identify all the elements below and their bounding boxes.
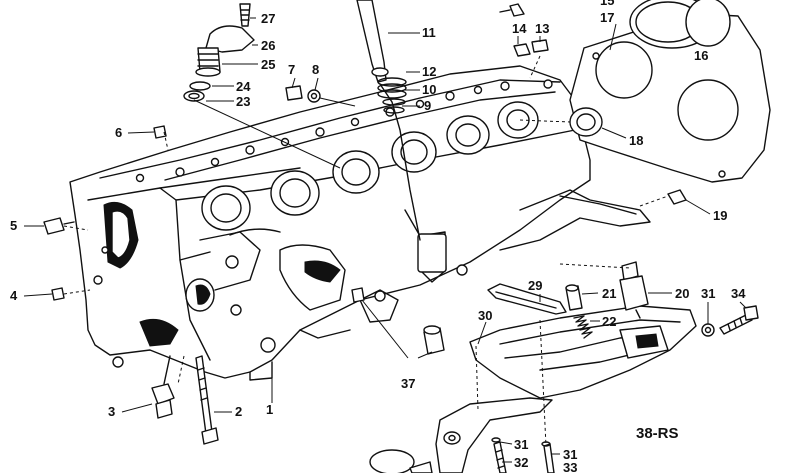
callout-15: 15: [600, 0, 614, 8]
parts-13-14: [499, 3, 549, 57]
engine-block: [69, 65, 651, 381]
callout-34: 34: [731, 286, 746, 301]
callout-2: 2: [235, 404, 242, 419]
dowel-37-b: [351, 287, 365, 303]
callout-31-mid: 31: [514, 437, 528, 452]
oil-pump-bracket-30: [469, 305, 697, 399]
callout-21: 21: [602, 286, 616, 301]
callout-37: 37: [401, 376, 415, 391]
callout-12: 12: [422, 64, 436, 79]
cylinder-bores: [201, 101, 539, 231]
callout-16: 16: [694, 48, 708, 63]
callout-30: 30: [478, 308, 492, 323]
callout-31-low: 31: [563, 447, 577, 462]
mount-disc: [369, 449, 433, 473]
callout-9: 9: [424, 98, 431, 113]
stud-31-bottom: [541, 441, 555, 473]
callout-4: 4: [10, 288, 18, 303]
chain-guide-29: [487, 283, 567, 315]
callout-3: 3: [108, 404, 115, 419]
callout-33: 33: [563, 460, 577, 473]
rear-backing-plate: [569, 13, 771, 183]
drain-plug-3: [151, 355, 175, 419]
dipstick-tube: [356, 0, 421, 241]
spring-22: [573, 315, 593, 339]
callout-26: 26: [261, 38, 275, 53]
piston-21: [565, 284, 583, 311]
bolt-32: [491, 437, 507, 473]
sensor-5: [43, 217, 75, 235]
callout-29: 29: [528, 278, 542, 293]
callout-31-right: 31: [701, 286, 715, 301]
callout-24: 24: [236, 79, 251, 94]
bolt-34: [719, 305, 759, 335]
callout-13: 13: [535, 21, 549, 36]
washer-31: [701, 323, 715, 337]
callout-11: 11: [422, 25, 436, 40]
deck-bolt-holes: [135, 79, 553, 183]
mount-bracket-33: [435, 397, 553, 473]
callout-19: 19: [713, 208, 727, 223]
callout-22: 22: [602, 314, 616, 329]
bolt-2: [195, 355, 219, 445]
callout-labels: 1 2 3 4 5 6 7 8 9 10 11 12 13 14 15 16 1…: [10, 0, 746, 473]
plug-6: [153, 125, 167, 139]
callout-5: 5: [10, 218, 17, 233]
callout-32: 32: [514, 455, 528, 470]
sensor-assembly: [183, 3, 255, 102]
callout-7: 7: [288, 62, 295, 77]
callout-1: 1: [266, 402, 273, 417]
callout-25: 25: [261, 57, 275, 72]
oil-seal-18: [569, 107, 603, 137]
callout-14: 14: [512, 21, 527, 36]
callout-18: 18: [629, 133, 643, 148]
nut-4: [51, 287, 65, 301]
callout-6: 6: [115, 125, 122, 140]
callout-27: 27: [261, 11, 275, 26]
bolts-7-8: [285, 85, 321, 103]
dowel-37: [423, 325, 445, 355]
diagram-code: 38-RS: [636, 425, 679, 442]
leader-lines: [23, 17, 747, 463]
callout-17: 17: [600, 10, 614, 25]
bushing-19: [667, 189, 687, 205]
callout-20: 20: [675, 286, 689, 301]
callout-8: 8: [312, 62, 319, 77]
callout-10: 10: [422, 82, 436, 97]
tensioner-20: [619, 261, 649, 319]
rear-main-seal: [629, 0, 731, 49]
valve-springs: [377, 77, 407, 114]
callout-23: 23: [236, 94, 250, 109]
